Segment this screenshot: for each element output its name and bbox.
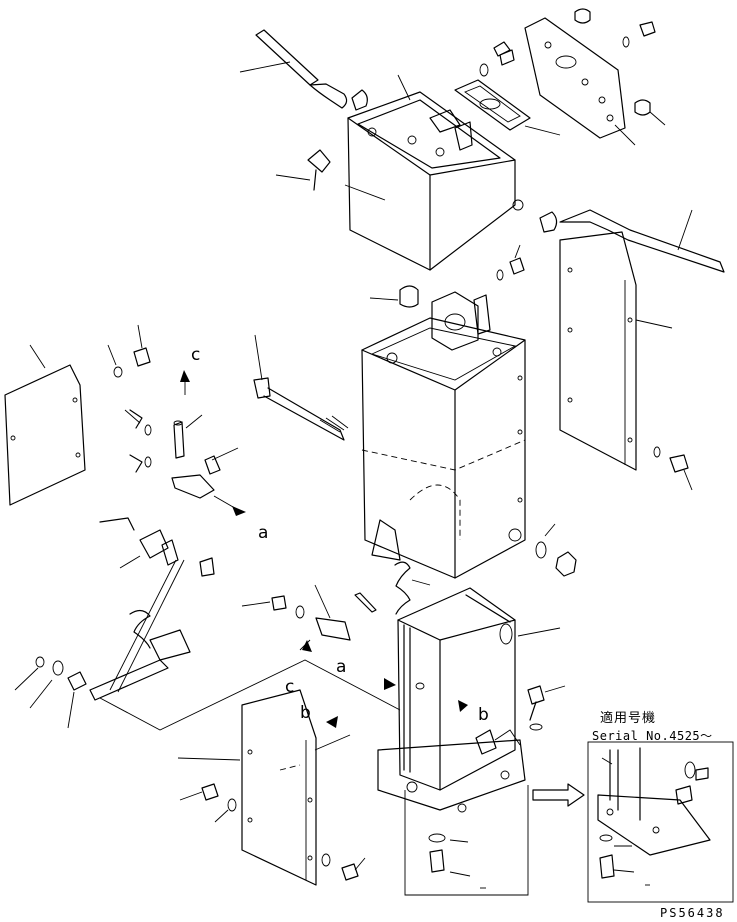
inset-arrow <box>532 783 585 807</box>
lower-bolts-right <box>527 685 566 731</box>
arrow-c-lower <box>302 640 312 652</box>
inset-title: 適用号機 <box>600 710 656 726</box>
main-column <box>361 317 526 579</box>
label-b-left: b <box>300 703 311 723</box>
arrows <box>180 370 468 728</box>
bottom-detail-box <box>404 785 529 896</box>
gasket-plate <box>454 79 561 136</box>
arrow-b-left <box>326 716 338 728</box>
left-side-cover <box>4 324 151 506</box>
lower-left-cover <box>177 689 366 886</box>
drawing-code: PS56438 <box>660 906 725 920</box>
bracket-top <box>369 244 525 351</box>
lower-bracket <box>377 587 561 813</box>
label-c-lower: c <box>285 677 294 697</box>
label-b-right: b <box>478 705 489 725</box>
right-lever-rod <box>539 209 725 273</box>
serial-inset-box <box>587 741 734 903</box>
spring-upper <box>354 561 431 615</box>
long-bolt <box>253 334 349 441</box>
pedal-linkage <box>14 409 239 729</box>
right-side-cover <box>559 231 693 491</box>
arrow-b-right <box>458 700 468 712</box>
lower-small-parts <box>241 584 351 641</box>
yoke-upper-left <box>275 149 331 191</box>
label-c-upper: c <box>191 345 200 365</box>
reference-lines <box>99 639 521 751</box>
label-a-lower: a <box>336 657 346 677</box>
cover-plate <box>524 17 636 146</box>
label-a-upper: a <box>258 523 268 543</box>
upper-lever-rod <box>239 29 368 111</box>
upper-box <box>344 74 524 271</box>
inset-serial: Serial No.4525〜 <box>592 729 713 743</box>
arrow-c-up <box>180 370 190 382</box>
arrow-a-lower <box>384 678 396 690</box>
nut-washer-right <box>535 523 577 577</box>
plugs-bolts-top <box>479 8 666 126</box>
